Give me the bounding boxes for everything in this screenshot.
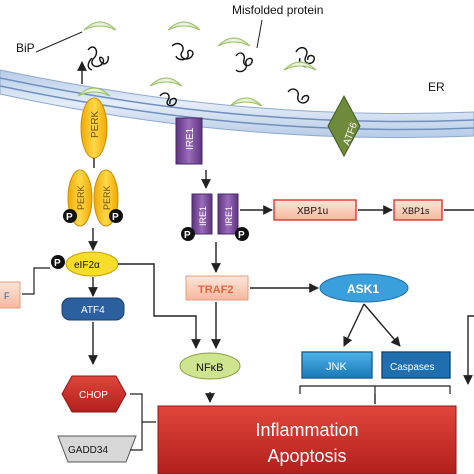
eif2a-inhibition-bracket bbox=[22, 267, 50, 295]
eif2a-to-nfkb-path bbox=[118, 263, 201, 349]
perk-receptor: PERK bbox=[80, 97, 108, 159]
ire1-dimer: IRE1 IRE1 P P bbox=[181, 193, 249, 241]
bip-icon bbox=[229, 97, 263, 107]
gadd34-label: GADD34 bbox=[68, 445, 108, 456]
phospho-label: P bbox=[54, 258, 61, 269]
protein-tangle-1 bbox=[87, 46, 110, 71]
misfolded-protein-pointer bbox=[256, 19, 263, 49]
caspases-node: Caspases bbox=[381, 351, 451, 379]
outcome-apoptosis-label: Apoptosis bbox=[267, 446, 346, 466]
bip-icon bbox=[283, 61, 317, 71]
traf2-node: TRAF2 bbox=[185, 275, 249, 301]
atf4-node: ATF4 bbox=[61, 297, 125, 321]
gadd34-node: GADD34 bbox=[57, 435, 137, 463]
eif2a-label: eIF2α bbox=[74, 260, 100, 271]
xbp1s-label: XBP1s bbox=[402, 206, 430, 216]
ire1-dimer-label-left: IRE1 bbox=[198, 206, 208, 226]
bip-icon bbox=[149, 77, 183, 87]
phospho-icon bbox=[63, 209, 77, 223]
jnk-caspases-bracket bbox=[299, 385, 451, 394]
bip-icon bbox=[217, 37, 251, 47]
er-label: ER bbox=[428, 80, 445, 94]
phospho-label: P bbox=[66, 212, 73, 223]
nfkb-label: NFκB bbox=[196, 362, 224, 374]
bip-icon bbox=[77, 87, 111, 97]
ask1-label: ASK1 bbox=[347, 282, 379, 296]
right-edge-pathway-line bbox=[463, 315, 474, 385]
chop-label: CHOP bbox=[79, 390, 108, 401]
perk-dimer: PERK PERK P P bbox=[63, 169, 123, 227]
traf2-label: TRAF2 bbox=[198, 284, 233, 296]
phospho-icon bbox=[181, 227, 195, 241]
outcome-inflammation-label: Inflammation bbox=[255, 420, 358, 440]
bip-chaperones bbox=[77, 21, 317, 107]
phospho-label: P bbox=[112, 212, 119, 223]
misfolded-protein-label: Misfolded protein bbox=[232, 3, 323, 17]
phospho-label: P bbox=[184, 230, 191, 241]
xbp1u-box: XBP1u bbox=[273, 199, 357, 221]
jnk-node: JNK bbox=[301, 351, 373, 379]
protein-tangle-6 bbox=[287, 88, 310, 104]
atf6-receptor: ATF6 bbox=[327, 94, 361, 158]
phospho-label: P bbox=[238, 230, 245, 241]
phospho-icon bbox=[51, 255, 65, 269]
ask1-node: ASK1 bbox=[319, 273, 409, 303]
ask1-to-jnk-arrow bbox=[343, 303, 365, 347]
phospho-icon bbox=[235, 227, 249, 241]
nfkb-node: NFκB bbox=[179, 352, 241, 380]
phospho-icon bbox=[109, 209, 123, 223]
bip-label: BiP bbox=[16, 41, 35, 55]
xbp1u-label: XBP1u bbox=[297, 206, 328, 217]
left-cutoff-box: F bbox=[0, 281, 21, 309]
caspases-label: Caspases bbox=[390, 362, 434, 373]
bip-icon bbox=[83, 21, 117, 31]
outcome-box: Inflammation Apoptosis bbox=[157, 405, 457, 474]
bip-icon bbox=[167, 21, 201, 31]
perk-dimer-label-right: PERK bbox=[102, 185, 112, 210]
ask1-to-caspases-arrow bbox=[363, 303, 401, 347]
xbp1s-box: XBP1s bbox=[393, 199, 443, 221]
chop-node: CHOP bbox=[61, 375, 127, 413]
protein-tangle-2 bbox=[171, 42, 194, 61]
perk-dimer-label-left: PERK bbox=[76, 185, 86, 210]
jnk-label: JNK bbox=[326, 361, 347, 373]
chop-gadd34-bracket bbox=[130, 393, 156, 451]
eif2a-node: eIF2α P bbox=[51, 251, 119, 277]
atf4-label: ATF4 bbox=[81, 305, 105, 316]
protein-tangle-5 bbox=[159, 92, 177, 107]
ire1-label: IRE1 bbox=[185, 127, 196, 150]
ire1-receptor: IRE1 bbox=[175, 117, 203, 165]
bip-pointer bbox=[35, 31, 83, 53]
left-box-fragment-label: F bbox=[4, 291, 10, 301]
perk-label: PERK bbox=[90, 110, 101, 138]
ire1-dimer-label-right: IRE1 bbox=[224, 206, 234, 226]
protein-tangle-3 bbox=[235, 52, 253, 73]
